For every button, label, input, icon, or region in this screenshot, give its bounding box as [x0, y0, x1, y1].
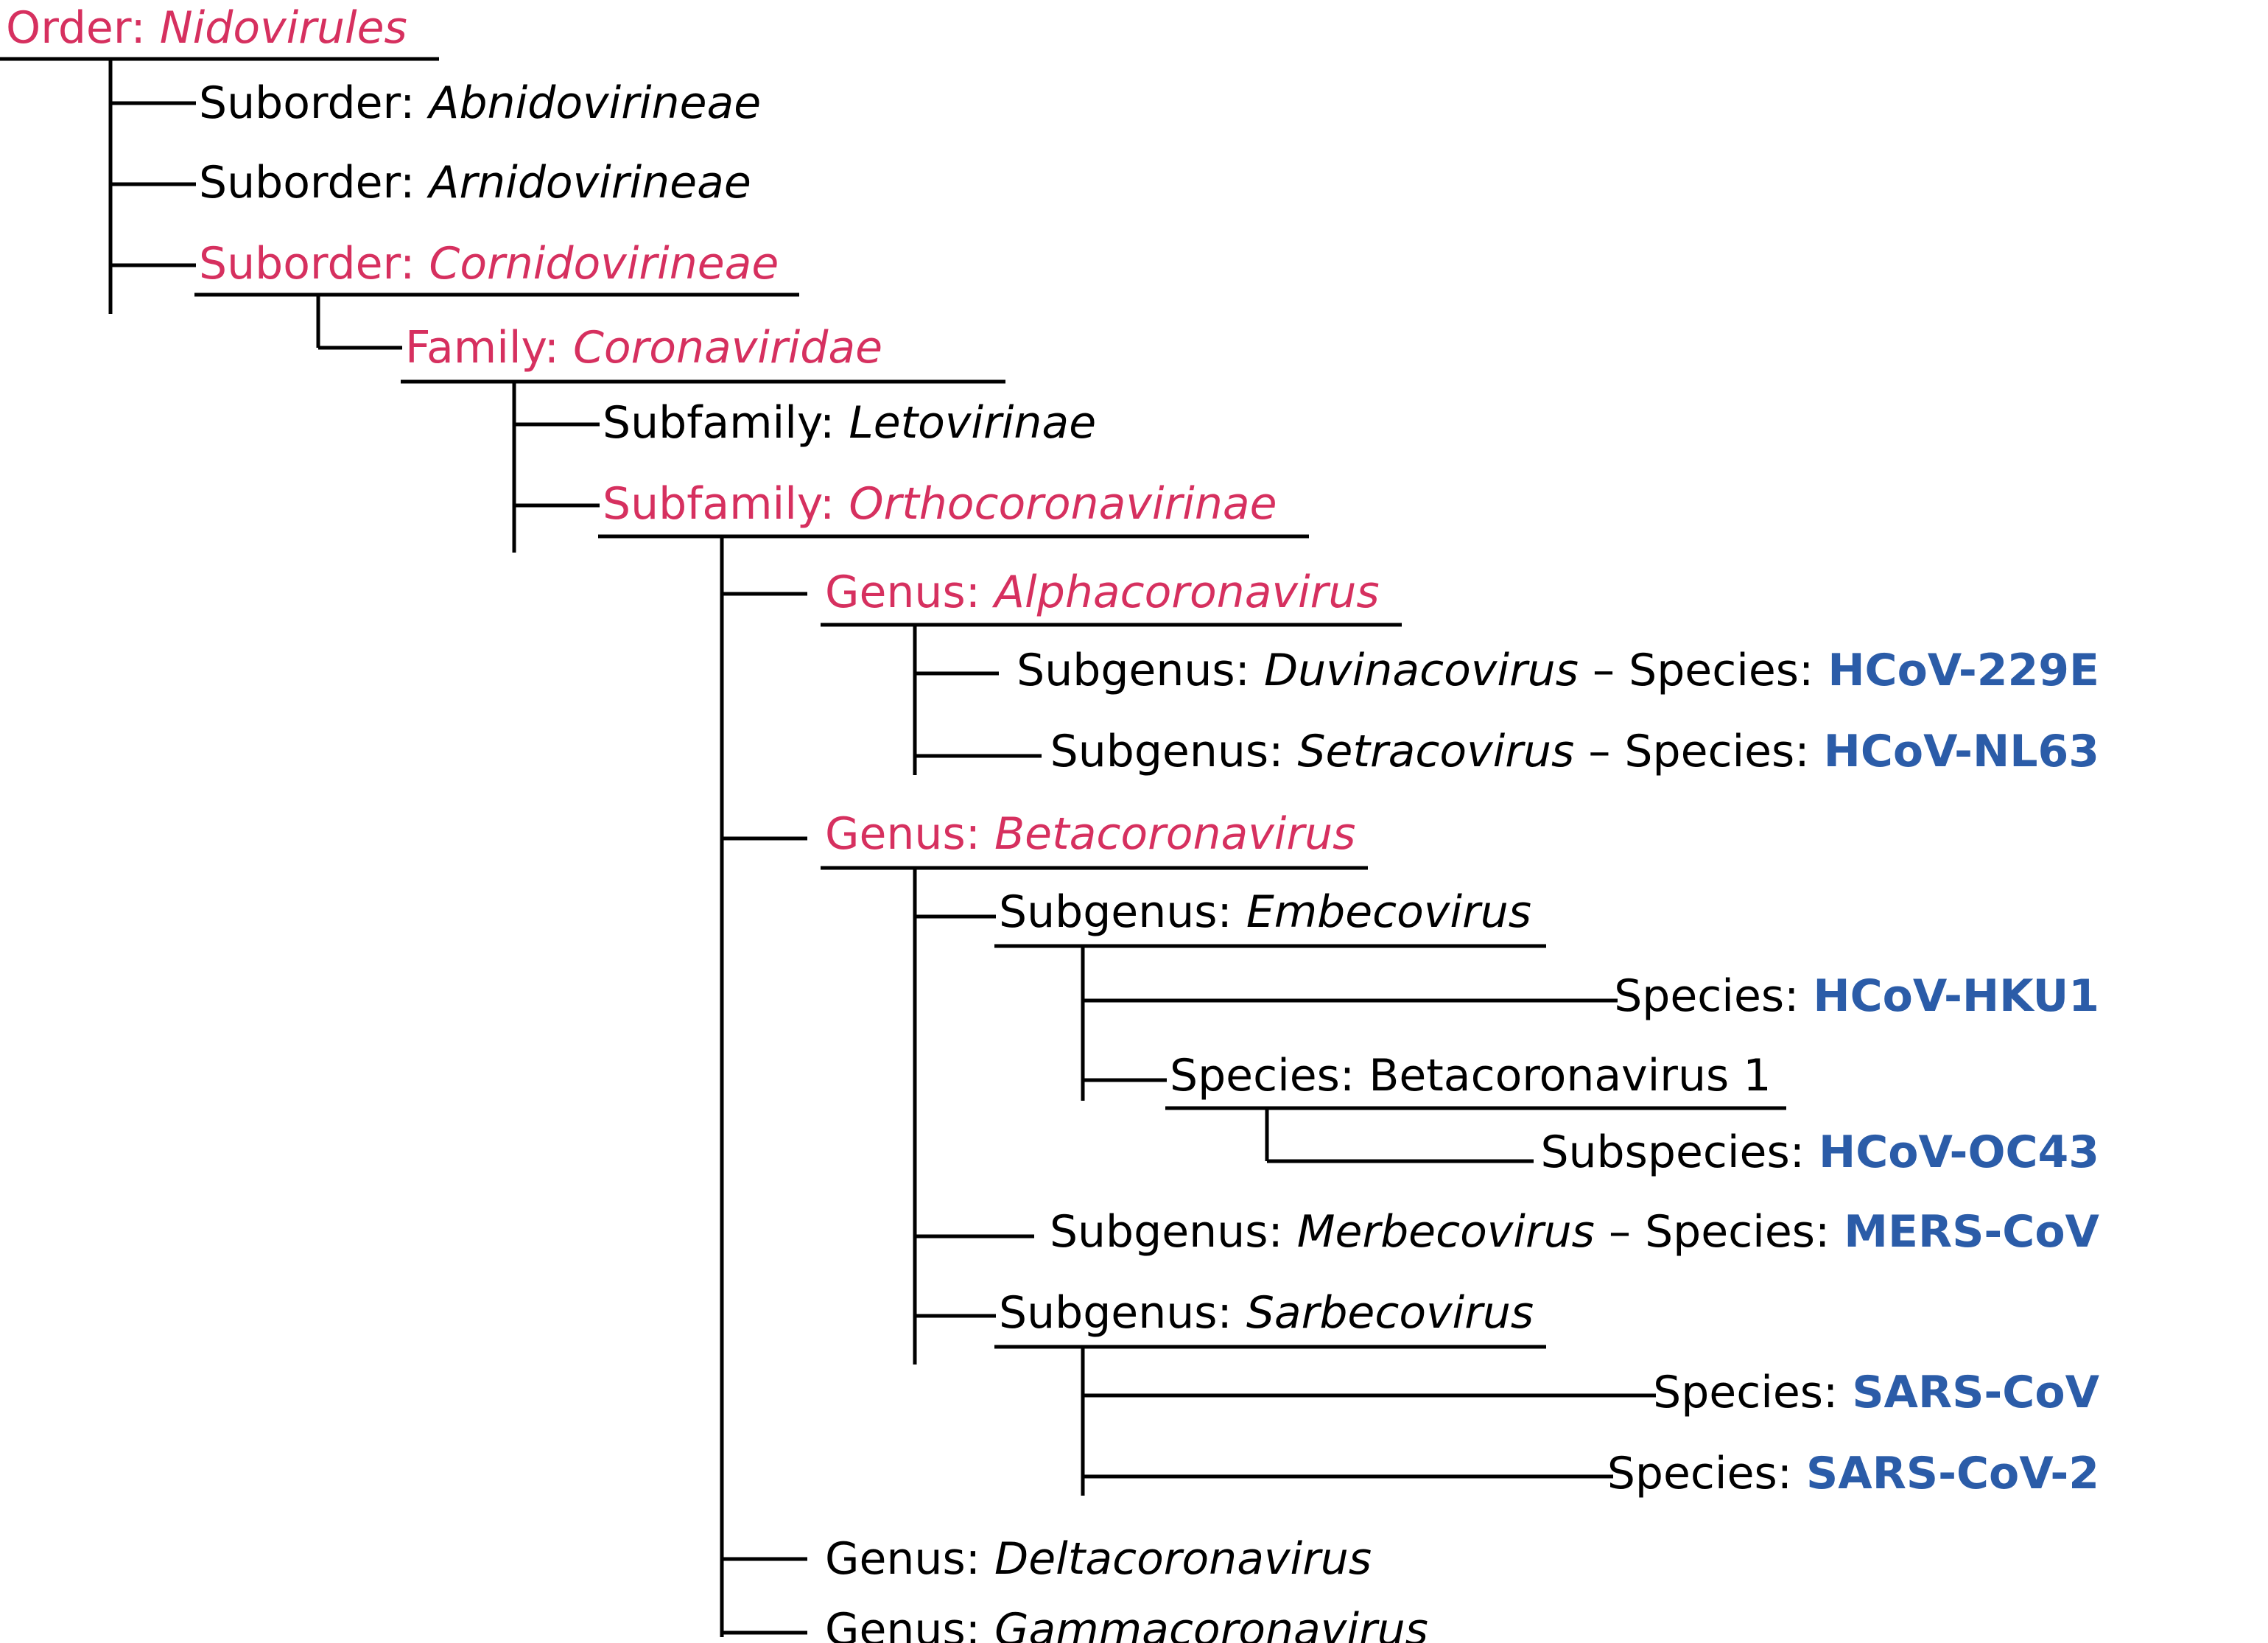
node-merbe-name: Merbecovirus — [1297, 1206, 1595, 1258]
node-embe: Subgenus: Embecovirus — [999, 886, 1531, 938]
node-cornido-prefix: Suborder: — [199, 238, 429, 290]
node-sars-prefix: Species: — [1653, 1367, 1852, 1418]
node-alpha-name: Alphacoronavirus — [991, 567, 1380, 618]
node-setra-species: HCoV-NL63 — [1824, 726, 2099, 777]
node-cornido: Suborder: Cornidovirineae — [199, 238, 779, 290]
node-duvina-prefix: Subgenus: — [1017, 645, 1264, 696]
node-merbe: Subgenus: Merbecovirus – Species: MERS-C… — [1050, 1206, 2100, 1258]
node-leto-name: Letovirinae — [849, 397, 1096, 449]
node-abnido-name: Abnidovirineae — [426, 77, 761, 129]
node-leto: Subfamily: Letovirinae — [603, 397, 1096, 449]
node-sarbe: Subgenus: Sarbecovirus — [999, 1287, 1534, 1339]
node-setra-name: Setracovirus — [1297, 726, 1574, 777]
node-beta-name: Betacoronavirus — [994, 808, 1355, 860]
node-hku1: Species: HCoV-HKU1 — [1614, 970, 2099, 1022]
node-arnido: Suborder: Arnidovirineae — [199, 157, 751, 209]
node-duvina-species: HCoV-229E — [1828, 645, 2099, 696]
node-gamma: Genus: Gammacoronavirus — [825, 1604, 1428, 1643]
node-sars-species: SARS-CoV — [1852, 1367, 2099, 1418]
node-corona: Family: Coronaviridae — [405, 322, 882, 374]
node-duvina: Subgenus: Duvinacovirus – Species: HCoV-… — [1017, 645, 2099, 696]
node-leto-prefix: Subfamily: — [603, 397, 849, 449]
node-order-name: Nidovirules — [160, 2, 407, 54]
node-order-prefix: Order: — [6, 2, 160, 54]
node-beta: Genus: Betacoronavirus — [825, 808, 1355, 860]
node-ortho-name: Orthocoronavirinae — [849, 478, 1277, 530]
node-betacov1-prefix: Species: Betacoronavirus 1 — [1170, 1050, 1772, 1101]
node-abnido: Suborder: Abnidovirineae — [199, 77, 761, 129]
node-ortho-prefix: Subfamily: — [603, 478, 849, 530]
node-beta-prefix: Genus: — [825, 808, 994, 860]
node-hku1-prefix: Species: — [1614, 970, 1813, 1022]
node-oc43-species: HCoV-OC43 — [1819, 1127, 2099, 1178]
node-gamma-prefix: Genus: — [825, 1604, 994, 1643]
node-gamma-name: Gammacoronavirus — [994, 1604, 1428, 1643]
node-sars: Species: SARS-CoV — [1653, 1367, 2099, 1418]
node-sars2-prefix: Species: — [1607, 1448, 1806, 1499]
node-corona-name: Coronaviridae — [573, 322, 882, 374]
node-setra: Subgenus: Setracovirus – Species: HCoV-N… — [1050, 726, 2099, 777]
node-betacov1: Species: Betacoronavirus 1 — [1170, 1050, 1772, 1101]
node-alpha-prefix: Genus: — [825, 567, 994, 618]
node-sars2-species: SARS-CoV-2 — [1806, 1448, 2099, 1499]
node-hku1-species: HCoV-HKU1 — [1813, 970, 2099, 1022]
node-merbe-sep: – Species: — [1595, 1206, 1844, 1258]
node-delta: Genus: Deltacoronavirus — [825, 1533, 1372, 1585]
node-embe-prefix: Subgenus: — [999, 886, 1246, 938]
node-oc43: Subspecies: HCoV-OC43 — [1540, 1127, 2099, 1178]
node-corona-prefix: Family: — [405, 322, 573, 374]
node-ortho: Subfamily: Orthocoronavirinae — [603, 478, 1277, 530]
node-duvina-sep: – Species: — [1579, 645, 1828, 696]
node-delta-prefix: Genus: — [825, 1533, 994, 1585]
node-abnido-prefix: Suborder: — [199, 77, 429, 129]
node-sarbe-name: Sarbecovirus — [1246, 1287, 1534, 1339]
node-sars2: Species: SARS-CoV-2 — [1607, 1448, 2099, 1499]
node-cornido-name: Cornidovirineae — [429, 238, 779, 290]
node-oc43-prefix: Subspecies: — [1540, 1127, 1819, 1178]
node-delta-name: Deltacoronavirus — [994, 1533, 1372, 1585]
node-arnido-name: Arnidovirineae — [426, 157, 751, 209]
node-merbe-prefix: Subgenus: — [1050, 1206, 1297, 1258]
node-setra-prefix: Subgenus: — [1050, 726, 1298, 777]
node-setra-sep: – Species: — [1574, 726, 1823, 777]
node-sarbe-prefix: Subgenus: — [999, 1287, 1246, 1339]
node-order: Order: Nidovirules — [6, 2, 407, 54]
node-arnido-prefix: Suborder: — [199, 157, 429, 209]
node-merbe-species: MERS-CoV — [1844, 1206, 2099, 1258]
node-embe-name: Embecovirus — [1246, 886, 1531, 938]
node-alpha: Genus: Alphacoronavirus — [825, 567, 1380, 618]
node-duvina-name: Duvinacovirus — [1264, 645, 1579, 696]
